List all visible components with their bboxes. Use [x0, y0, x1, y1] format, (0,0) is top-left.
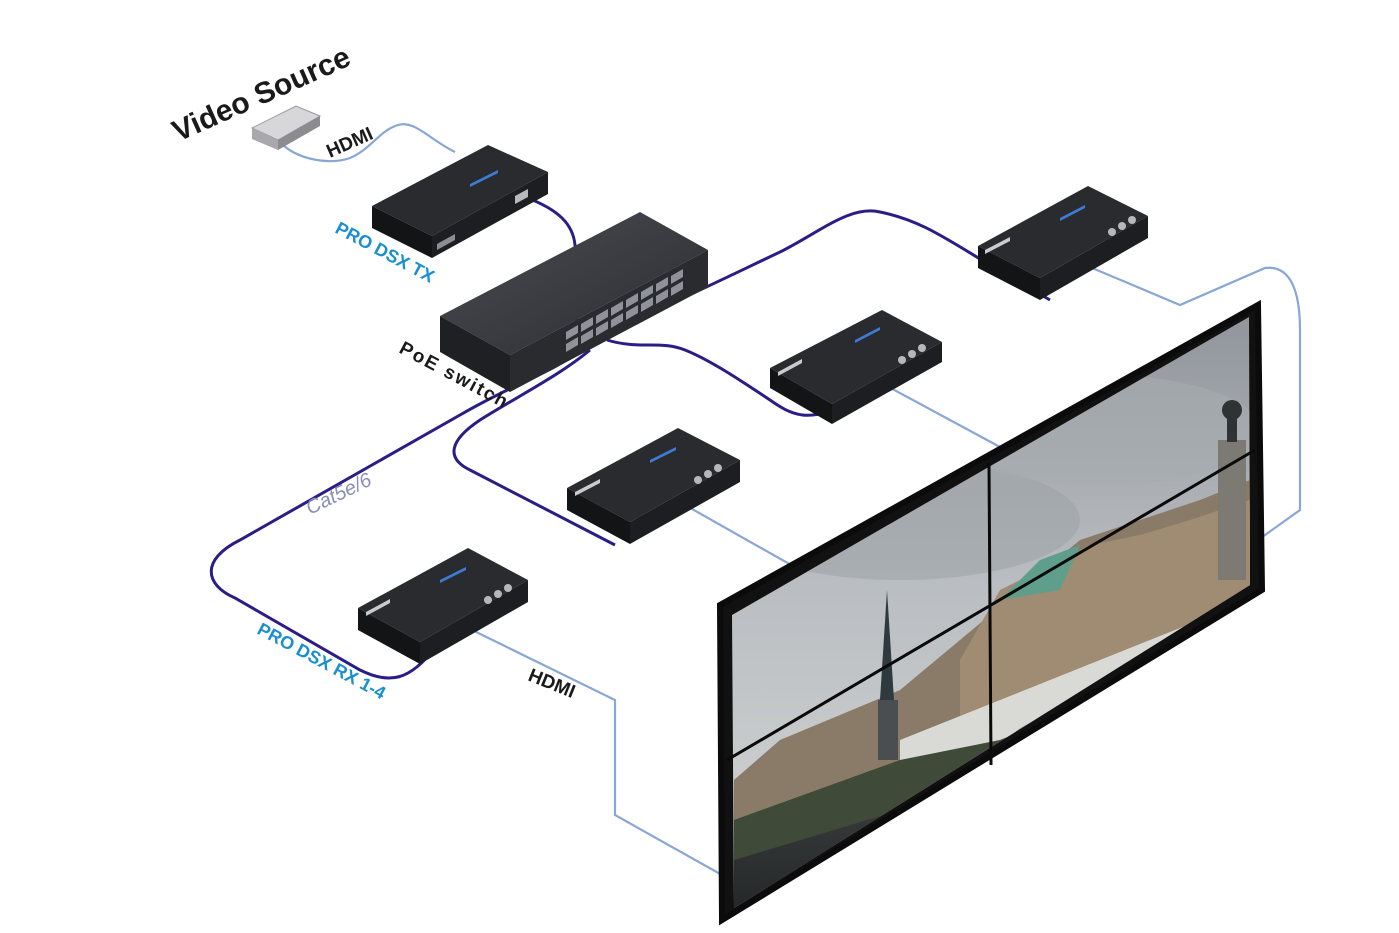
cat-cable-tx-to-switch — [524, 195, 579, 341]
cat-cable-switch-to-rx3 — [606, 338, 851, 417]
hdmi-bottom-label: HDMI — [525, 665, 578, 703]
hdmi-top-label: HDMI — [323, 124, 376, 163]
rx1-device — [358, 548, 528, 664]
cable-type-label: Cat5e/6 — [303, 469, 376, 520]
video-source-device — [250, 105, 322, 150]
hdmi-cable-rx1-to-screen — [467, 627, 723, 876]
cat-cable-switch-to-rx2 — [452, 348, 616, 547]
rx2-device — [567, 428, 740, 544]
rx4-device — [978, 186, 1148, 300]
switch-ports — [566, 269, 683, 352]
hdmi-cable-rx3-to-screen — [884, 384, 1001, 448]
rx3-device — [770, 310, 942, 424]
hdmi-cable-source-to-tx — [282, 123, 456, 163]
hdmi-cable-rx4-to-screen — [1084, 263, 1302, 541]
poe-switch-device — [440, 212, 708, 392]
tx-device — [372, 145, 548, 258]
hdmi-cable-rx2-to-screen — [684, 504, 801, 571]
